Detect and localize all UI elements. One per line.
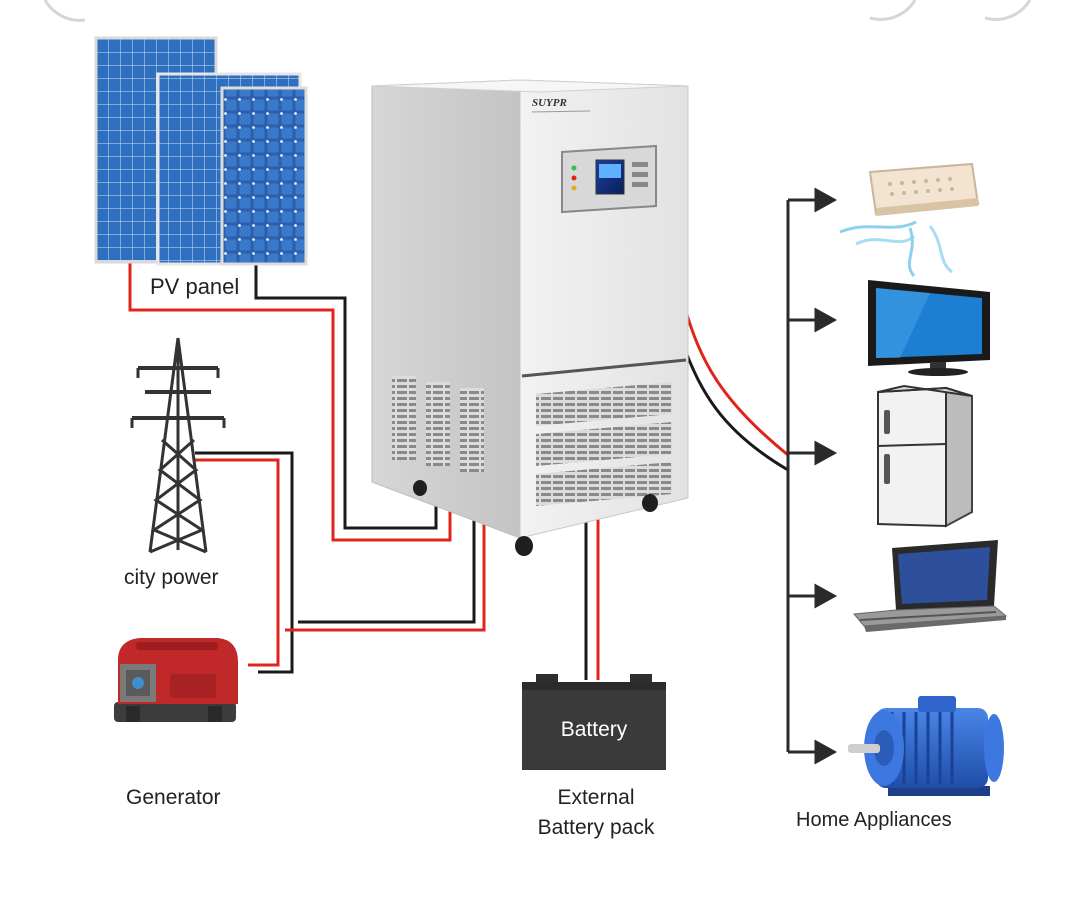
external-label-line2: Battery pack [538, 816, 655, 839]
battery-icon [522, 674, 666, 770]
power-tower-icon [130, 337, 226, 554]
laptop-icon [853, 540, 1008, 632]
appliance-bus [786, 187, 838, 765]
pv-positive-wire [128, 262, 452, 542]
refrigerator-icon [877, 384, 973, 528]
city-power-label: city power [124, 566, 219, 589]
city-power-positive-wire [195, 458, 280, 667]
output-negative-wire [680, 341, 789, 472]
external-label-line1: External [557, 786, 634, 809]
generator-label: Generator [126, 786, 221, 809]
bus-negative-wire [298, 512, 476, 624]
solar-panel-icon [94, 36, 308, 266]
air-conditioner-icon [839, 162, 980, 277]
inverter-cabinet-icon: SUYPR [371, 79, 689, 556]
generator-icon [114, 638, 238, 722]
corner-decorations [43, 0, 1032, 22]
television-icon [868, 280, 990, 376]
bus-positive-wire [285, 518, 486, 632]
pv-panel-label: PV panel [150, 274, 239, 299]
electric-motor-icon [848, 696, 1004, 796]
home-appliances-label: Home Appliances [796, 809, 952, 831]
output-positive-wire [682, 304, 789, 457]
battery-label: Battery [561, 718, 628, 741]
brand-logo-text: SUYPR [532, 97, 567, 109]
city-power-negative-wire [195, 451, 294, 674]
pv-negative-wire [254, 262, 438, 530]
wiring [128, 262, 789, 680]
